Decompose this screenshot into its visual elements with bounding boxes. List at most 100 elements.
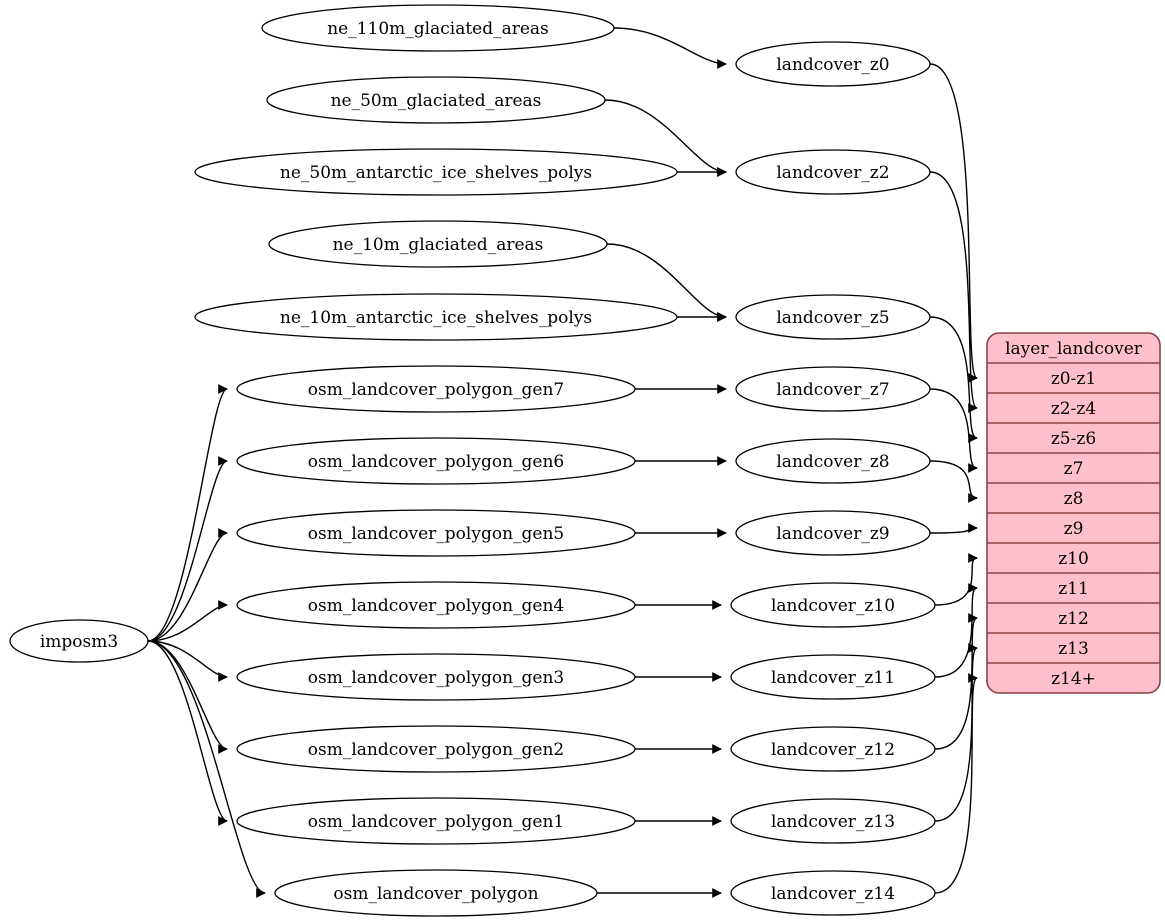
node-label: imposm3 <box>40 632 118 652</box>
edge-landcover_z10-to-layer_landcover-z10 <box>934 553 978 606</box>
node-ellipse <box>735 438 931 484</box>
edge-landcover_z14-to-layer_landcover-z14- <box>934 673 978 894</box>
table-row-z13[interactable]: z13 <box>987 633 1160 663</box>
node-landcover_z14[interactable]: landcover_z14 <box>730 870 936 916</box>
edge-ne_110m_glaciated_areas-to-landcover_z0 <box>613 27 727 69</box>
node-label: ne_50m_glaciated_areas <box>331 91 542 111</box>
node-landcover_z11[interactable]: landcover_z11 <box>730 654 936 700</box>
table-row-label: z7 <box>1064 459 1084 479</box>
node-osm_landcover_polygon_gen4[interactable]: osm_landcover_polygon_gen4 <box>236 581 636 629</box>
table-row-label: z8 <box>1064 489 1084 509</box>
table-row-z9[interactable]: z9 <box>987 513 1160 543</box>
node-label: landcover_z12 <box>771 740 895 760</box>
node-label: landcover_z14 <box>771 884 895 904</box>
table-row-label: z2-z4 <box>1051 399 1096 419</box>
node-label: osm_landcover_polygon_gen7 <box>308 380 564 400</box>
node-label: landcover_z11 <box>771 668 895 688</box>
node-landcover_z2[interactable]: landcover_z2 <box>735 149 931 195</box>
node-label: ne_10m_glaciated_areas <box>333 235 544 255</box>
nodes-layer: imposm3 ne_110m_glaciated_areas ne_50m_gla… <box>9 4 936 917</box>
table-row-label: z10 <box>1058 549 1089 569</box>
edge-imposm3-to-osm_landcover_polygon_gen1 <box>147 640 228 826</box>
table-row-label: z5-z6 <box>1051 429 1096 449</box>
edge-imposm3-to-osm_landcover_polygon <box>147 640 266 898</box>
layer-landcover-table: layer_landcoverz0-z1z2-z4z5-z6z7z8z9z10z… <box>986 332 1161 694</box>
node-ne_50m_antarctic_ice_shelves_polys[interactable]: ne_50m_antarctic_ice_shelves_polys <box>194 148 678 196</box>
node-osm_landcover_polygon_gen7[interactable]: osm_landcover_polygon_gen7 <box>236 365 636 413</box>
node-label: landcover_z10 <box>771 596 895 616</box>
node-ellipse <box>268 220 608 268</box>
node-ne_10m_antarctic_ice_shelves_polys[interactable]: ne_10m_antarctic_ice_shelves_polys <box>194 293 678 341</box>
node-label: landcover_z9 <box>776 524 889 544</box>
node-ellipse <box>236 437 636 485</box>
node-landcover_z10[interactable]: landcover_z10 <box>730 582 936 628</box>
node-ellipse <box>735 294 931 340</box>
node-landcover_z9[interactable]: landcover_z9 <box>735 510 931 556</box>
node-label: ne_110m_glaciated_areas <box>327 19 549 39</box>
table-row-z0-z1[interactable]: z0-z1 <box>987 363 1160 393</box>
edge-landcover_z5-to-layer_landcover-z5-z6 <box>929 316 978 443</box>
node-label: landcover_z2 <box>776 163 889 183</box>
edge-ne_50m_glaciated_areas-to-landcover_z2 <box>604 99 727 177</box>
edge-landcover_z8-to-layer_landcover-z8 <box>929 460 978 503</box>
node-label: landcover_z8 <box>776 452 889 472</box>
edge-landcover_z2-to-layer_landcover-z2-z4 <box>929 171 978 413</box>
node-ellipse <box>730 798 936 844</box>
node-osm_landcover_polygon_gen6[interactable]: osm_landcover_polygon_gen6 <box>236 437 636 485</box>
edge-landcover_z0-to-layer_landcover-z0-z1 <box>929 63 978 383</box>
edge-imposm3-to-osm_landcover_polygon_gen5 <box>147 528 228 642</box>
table-row-z8[interactable]: z8 <box>987 483 1160 513</box>
node-landcover_z5[interactable]: landcover_z5 <box>735 294 931 340</box>
node-ellipse <box>236 725 636 773</box>
node-imposm3[interactable]: imposm3 <box>9 619 149 663</box>
node-ne_10m_glaciated_areas[interactable]: ne_10m_glaciated_areas <box>268 220 608 268</box>
node-ne_50m_glaciated_areas[interactable]: ne_50m_glaciated_areas <box>266 76 606 124</box>
node-ellipse <box>730 582 936 628</box>
node-ellipse <box>735 41 931 87</box>
table-row-label: z9 <box>1064 519 1084 539</box>
edge-landcover_z9-to-layer_landcover-z9 <box>929 523 978 534</box>
node-osm_landcover_polygon[interactable]: osm_landcover_polygon <box>274 869 598 917</box>
edge-landcover_z12-to-layer_landcover-z12 <box>934 613 978 750</box>
node-ellipse <box>194 293 678 341</box>
node-label: landcover_z13 <box>771 812 895 832</box>
table-row-label: z14+ <box>1051 669 1096 689</box>
node-osm_landcover_polygon_gen2[interactable]: osm_landcover_polygon_gen2 <box>236 725 636 773</box>
node-ellipse <box>730 870 936 916</box>
edge-imposm3-to-osm_landcover_polygon_gen6 <box>147 456 228 642</box>
table-row-z11[interactable]: z11 <box>987 573 1160 603</box>
table-row-z2-z4[interactable]: z2-z4 <box>987 393 1160 423</box>
edge-landcover_z7-to-layer_landcover-z7 <box>929 388 978 473</box>
node-landcover_z7[interactable]: landcover_z7 <box>735 366 931 412</box>
node-label: ne_50m_antarctic_ice_shelves_polys <box>280 163 592 183</box>
node-landcover_z8[interactable]: landcover_z8 <box>735 438 931 484</box>
node-label: osm_landcover_polygon <box>333 884 538 904</box>
edge-imposm3-to-osm_landcover_polygon_gen7 <box>147 384 228 642</box>
node-landcover_z12[interactable]: landcover_z12 <box>730 726 936 772</box>
node-ne_110m_glaciated_areas[interactable]: ne_110m_glaciated_areas <box>261 4 615 52</box>
node-osm_landcover_polygon_gen5[interactable]: osm_landcover_polygon_gen5 <box>236 509 636 557</box>
node-ellipse <box>236 365 636 413</box>
table-row-label: z11 <box>1058 579 1089 599</box>
edge-ne_10m_glaciated_areas-to-landcover_z5 <box>606 243 727 322</box>
node-ellipse <box>730 726 936 772</box>
node-landcover_z13[interactable]: landcover_z13 <box>730 798 936 844</box>
table-row-label: z0-z1 <box>1051 369 1096 389</box>
node-label: ne_10m_antarctic_ice_shelves_polys <box>280 308 592 328</box>
table-row-z10[interactable]: z10 <box>987 543 1160 573</box>
node-landcover_z0[interactable]: landcover_z0 <box>735 41 931 87</box>
edge-landcover_z13-to-layer_landcover-z13 <box>934 643 978 822</box>
node-ellipse <box>236 509 636 557</box>
node-ellipse <box>274 869 598 917</box>
node-osm_landcover_polygon_gen3[interactable]: osm_landcover_polygon_gen3 <box>236 653 636 701</box>
edge-imposm3-to-osm_landcover_polygon_gen4 <box>147 600 228 642</box>
table-row-z14+[interactable]: z14+ <box>987 663 1160 693</box>
table-row-z7[interactable]: z7 <box>987 453 1160 483</box>
node-ellipse <box>236 581 636 629</box>
node-osm_landcover_polygon_gen1[interactable]: osm_landcover_polygon_gen1 <box>236 797 636 845</box>
table-row-z5-z6[interactable]: z5-z6 <box>987 423 1160 453</box>
node-label: osm_landcover_polygon_gen6 <box>308 452 564 472</box>
table-row-z12[interactable]: z12 <box>987 603 1160 633</box>
